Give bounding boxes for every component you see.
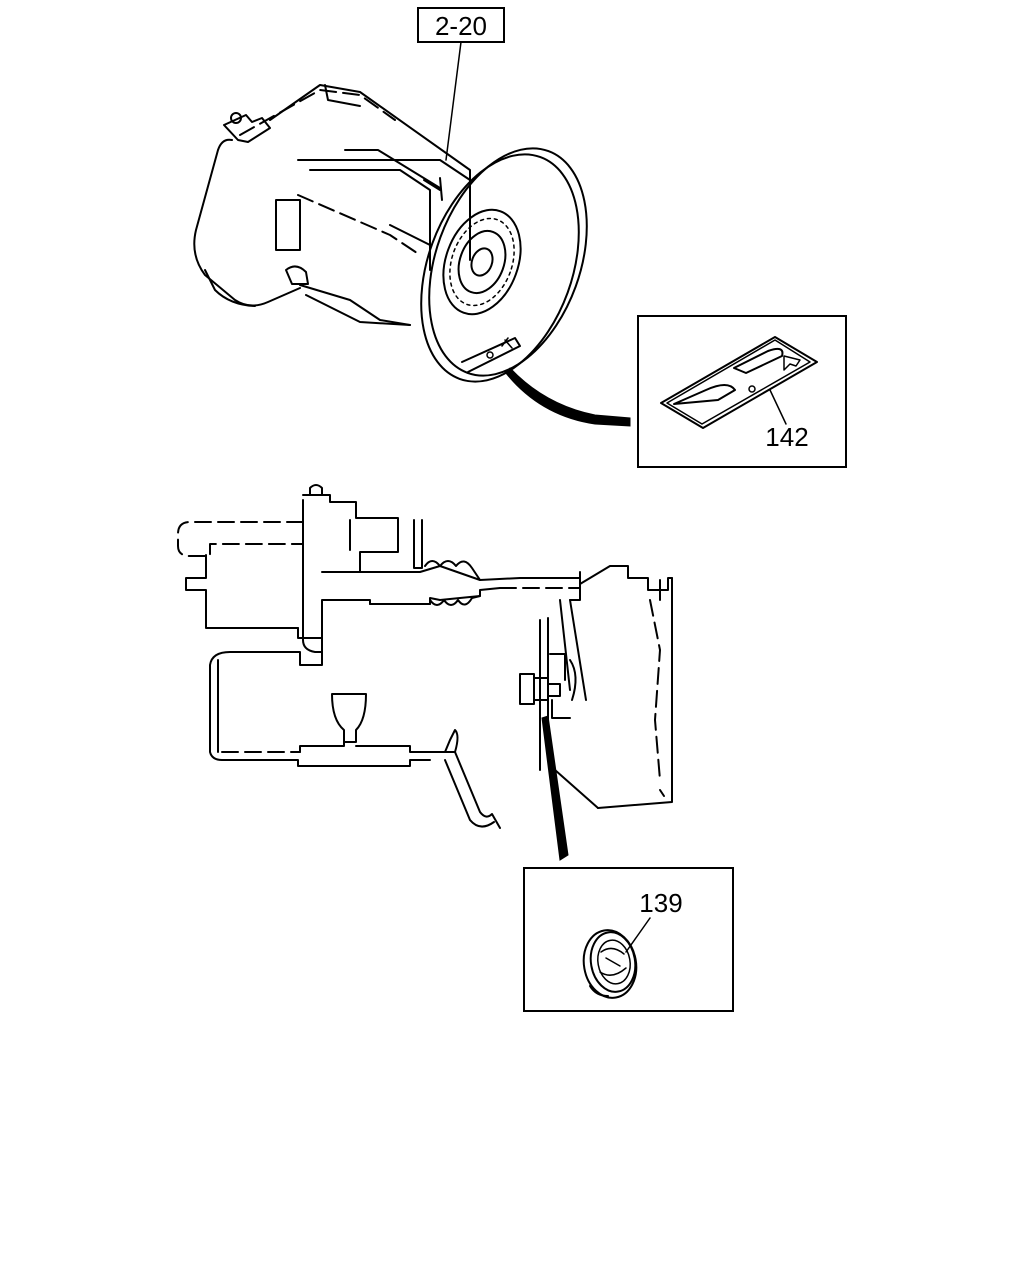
detail-box-142[interactable]: 142 <box>637 315 847 468</box>
transmission-assembly <box>193 84 588 383</box>
detail-box-139[interactable]: 139 <box>523 867 734 1012</box>
detail-leader-139 <box>541 715 569 861</box>
clutch-hydraulic-system <box>177 484 673 829</box>
gasket-plate <box>660 336 818 429</box>
leader-142 <box>769 389 787 425</box>
reference-box[interactable]: 2-20 <box>417 7 505 43</box>
detail-leader-142 <box>504 367 631 427</box>
washer-part <box>582 929 638 999</box>
leader-139 <box>625 917 651 953</box>
part-number-139: 139 <box>639 888 682 918</box>
reference-leader-line <box>445 41 462 161</box>
reference-label: 2-20 <box>435 11 487 41</box>
part-number-142: 142 <box>765 422 808 452</box>
